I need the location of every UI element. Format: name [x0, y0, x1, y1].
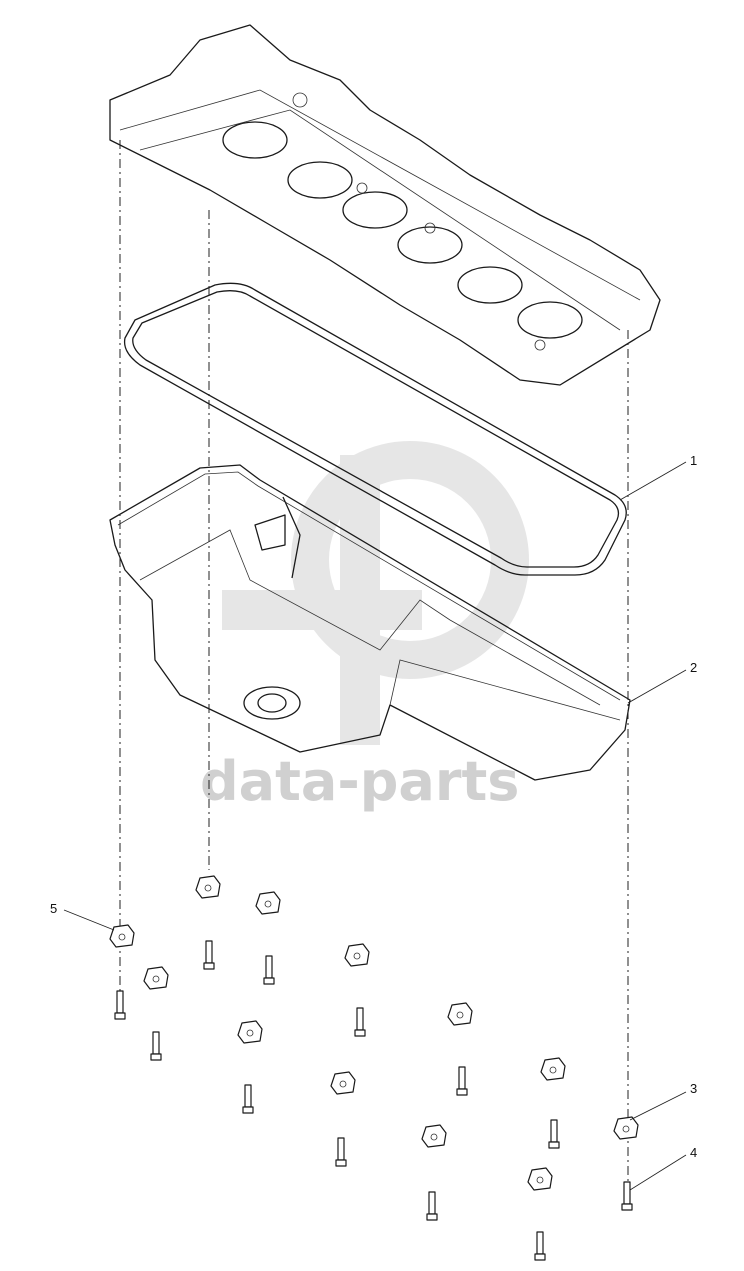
callout-2: 2: [690, 660, 697, 675]
callout-leaders: [63, 461, 687, 1191]
spacer-clip: [540, 1057, 566, 1081]
crank-bore-1: [222, 121, 288, 159]
callout-1: 1: [690, 453, 697, 468]
bolt: [114, 990, 126, 1020]
bolt: [426, 1191, 438, 1221]
bolt: [548, 1119, 560, 1149]
oil-pan-gasket: [123, 282, 627, 576]
callout-3: 3: [690, 1081, 697, 1096]
spacer-clip: [447, 1002, 473, 1026]
crank-bore-6: [517, 301, 583, 339]
spacer-clip: [143, 966, 169, 990]
bolt: [242, 1084, 254, 1114]
bolt: [335, 1137, 347, 1167]
watermark-logo: [222, 441, 529, 745]
spacer-clip-3: [613, 1116, 639, 1140]
bolt: [456, 1066, 468, 1096]
crank-bore-5: [457, 266, 523, 304]
bolts: [114, 940, 633, 1261]
bolt: [354, 1007, 366, 1037]
watermark-text: data-parts: [200, 750, 519, 813]
drain-plug: [243, 686, 301, 720]
alignment-lines: [119, 140, 629, 1190]
crank-bore-3: [342, 191, 408, 229]
spacer-clip: [237, 1020, 263, 1044]
engine-block: [109, 24, 661, 386]
callout-4: 4: [690, 1145, 697, 1160]
crank-bore-4: [397, 226, 463, 264]
spacer-clips: [109, 875, 639, 1191]
spacer-clip: [195, 875, 221, 899]
spacer-clip: [421, 1124, 447, 1148]
spacer-clip: [255, 891, 281, 915]
spacer-clip: [344, 943, 370, 967]
oil-pan: [109, 464, 631, 781]
crank-bore-2: [287, 161, 353, 199]
spacer-clip-5: [109, 924, 135, 948]
bolt: [150, 1031, 162, 1061]
dipstick-tube: [254, 496, 301, 579]
spacer-clip: [527, 1167, 553, 1191]
bolt: [203, 940, 215, 970]
bolt-4: [621, 1181, 633, 1211]
callout-5: 5: [50, 901, 57, 916]
bolt: [534, 1231, 546, 1261]
spacer-clip: [330, 1071, 356, 1095]
bolt: [263, 955, 275, 985]
